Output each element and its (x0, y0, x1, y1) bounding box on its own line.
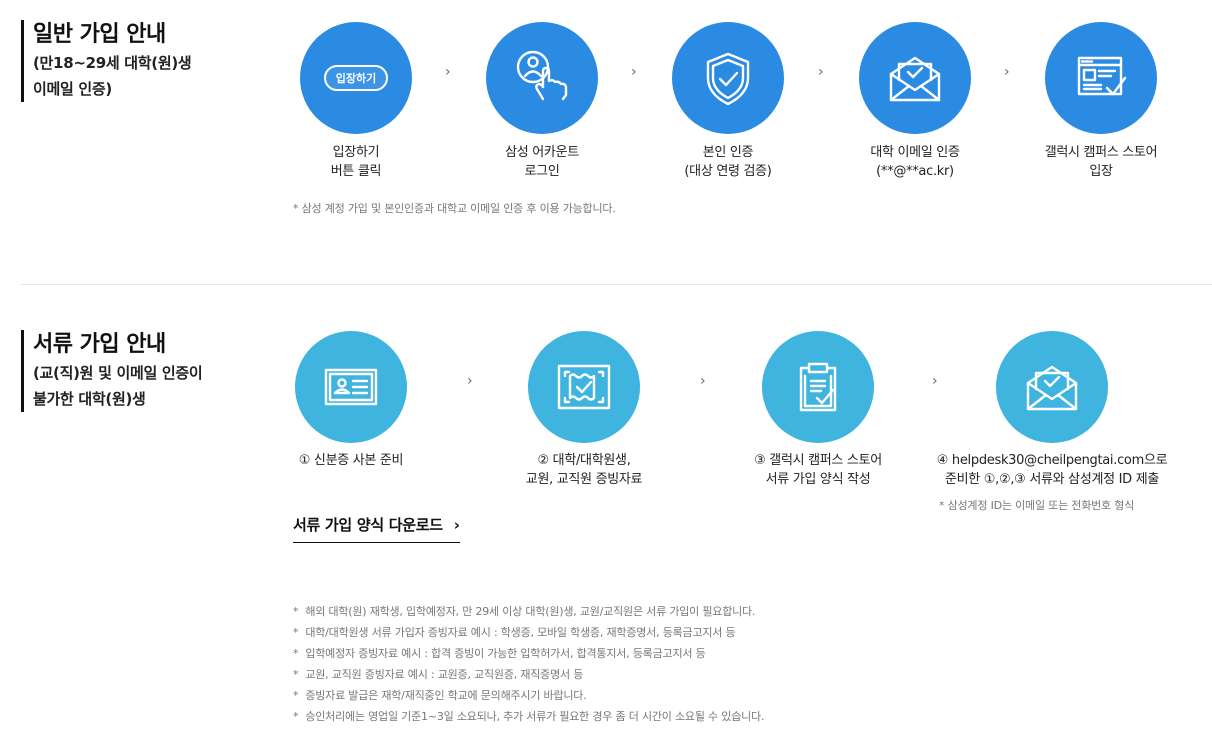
caption-line-2: 로그인 (524, 164, 560, 179)
step-arrow: › (445, 64, 451, 80)
browser-check-icon (1077, 56, 1127, 96)
docs-signup-subtitle-1: (교(직)원 및 이메일 인증이 (33, 364, 203, 382)
caption-line-2: 서류 가입 양식 작성 (765, 472, 871, 487)
note-text: 증빙자료 발급은 재학/재직중인 학교에 문의해주시기 바랍니다. (305, 689, 587, 702)
step-arrow: › (932, 373, 938, 389)
note-text: 해외 대학(원) 재학생, 입학예정자, 만 29세 이상 대학(원)생, 교원… (305, 605, 756, 618)
list-item: * 승인처리에는 영업일 기준1~3일 소요되나, 추가 서류가 필요한 경우 좀… (293, 706, 764, 727)
note-marker: * (293, 647, 299, 660)
step-arrow: › (818, 64, 824, 80)
doc-step-id-circle (295, 331, 407, 443)
general-signup-note: * 삼성 계정 가입 및 본인인증과 대학교 이메일 인증 후 이용 가능합니다… (293, 202, 616, 215)
step-arrow: › (467, 373, 473, 389)
doc-step-id-caption: ① 신분증 사본 준비 (281, 451, 421, 470)
note-marker: * (293, 605, 299, 618)
general-signup-subtitle-2: 이메일 인증) (33, 80, 112, 98)
note-marker: * (293, 689, 299, 702)
caption-line-2: 준비한 ①,②,③ 서류와 삼성계정 ID 제출 (944, 472, 1160, 487)
step-arrow: › (700, 373, 706, 389)
doc-step-submit-circle (996, 331, 1108, 443)
step-verify-caption: 본인 인증 (대상 연령 검증) (663, 143, 793, 181)
step-email-caption: 대학 이메일 인증 (**@**ac.kr) (845, 143, 985, 181)
caption-line-1: ① 신분증 사본 준비 (298, 453, 404, 468)
caption-line-2: 교원, 교직원 증빙자료 (525, 472, 643, 487)
docs-signup-title: 서류 가입 안내 (33, 332, 166, 357)
note-text: 교원, 교직원 증빙자료 예시 : 교원증, 교직원증, 재직증명서 등 (305, 668, 584, 681)
certificate-icon (557, 364, 611, 410)
caption-line-1: ④ helpdesk30@cheilpengtai.com으로 (936, 453, 1168, 468)
doc-step-proof-circle (528, 331, 640, 443)
mail-submit-icon (1026, 365, 1078, 411)
list-item: * 입학예정자 증빙자료 예시 : 합격 증빙이 가능한 입학허가서, 합격통지서… (293, 643, 764, 664)
shield-check-icon (706, 52, 750, 106)
doc-step-form-circle (762, 331, 874, 443)
doc-step-form-caption: ③ 갤럭시 캠퍼스 스토어 서류 가입 양식 작성 (733, 451, 903, 489)
step-verify-circle (672, 22, 784, 134)
note-text: 대학/대학원생 서류 가입자 증빙자료 예시 : 학생증, 모바일 학생증, 재… (305, 626, 736, 639)
list-item: * 교원, 교직원 증빙자료 예시 : 교원증, 교직원증, 재직증명서 등 (293, 664, 764, 685)
id-card-icon (324, 368, 378, 406)
caption-line-1: 대학 이메일 인증 (870, 145, 960, 160)
list-item: * 해외 대학(원) 재학생, 입학예정자, 만 29세 이상 대학(원)생, 교… (293, 601, 764, 622)
general-signup-subtitle-1: (만18~29세 대학(원)생 (33, 54, 192, 72)
caption-line-1: 삼성 어카운트 (505, 145, 579, 160)
caption-line-2: 버튼 클릭 (330, 164, 382, 179)
note-marker: * (293, 710, 299, 723)
clipboard-check-icon (799, 362, 837, 412)
doc-step-submit-caption: ④ helpdesk30@cheilpengtai.com으로 준비한 ①,②,… (912, 451, 1192, 489)
caption-line-1: ③ 갤럭시 캠퍼스 스토어 (754, 453, 882, 468)
step-account-circle (486, 22, 598, 134)
note-text: 입학예정자 증빙자료 예시 : 합격 증빙이 가능한 입학허가서, 합격통지서,… (305, 647, 706, 660)
docs-signup-heading: 서류 가입 안내 (교(직)원 및 이메일 인증이 불가한 대학(원)생 (21, 330, 203, 412)
samsung-id-note: * 삼성계정 ID는 이메일 또는 전화번호 형식 (939, 499, 1135, 512)
docs-signup-subtitle-2: 불가한 대학(원)생 (33, 390, 146, 408)
chevron-right-icon: › (453, 516, 460, 534)
caption-line-1: ② 대학/대학원생, (537, 453, 631, 468)
list-item: * 증빙자료 발급은 재학/재직중인 학교에 문의해주시기 바랍니다. (293, 685, 764, 706)
caption-line-1: 본인 인증 (702, 145, 754, 160)
enter-button-icon: 입장하기 (323, 65, 389, 91)
step-store-caption: 갤럭시 캠퍼스 스토어 입장 (1026, 143, 1176, 181)
caption-line-2: (**@**ac.kr) (876, 164, 954, 179)
step-enter-caption: 입장하기 버튼 클릭 (306, 143, 406, 181)
download-form-link[interactable]: 서류 가입 양식 다운로드 › (293, 514, 460, 543)
caption-line-2: 입장 (1089, 164, 1113, 179)
note-marker: * (293, 626, 299, 639)
step-store-circle (1045, 22, 1157, 134)
caption-line-1: 갤럭시 캠퍼스 스토어 (1044, 145, 1158, 160)
list-item: * 대학/대학원생 서류 가입자 증빙자료 예시 : 학생증, 모바일 학생증, … (293, 622, 764, 643)
note-text: 승인처리에는 영업일 기준1~3일 소요되나, 추가 서류가 필요한 경우 좀 … (305, 710, 765, 723)
doc-step-proof-caption: ② 대학/대학원생, 교원, 교직원 증빙자료 (499, 451, 669, 489)
step-enter-circle: 입장하기 (300, 22, 412, 134)
general-signup-title: 일반 가입 안내 (33, 22, 166, 47)
caption-line-1: 입장하기 (332, 145, 380, 160)
note-marker: * (293, 668, 299, 681)
step-account-caption: 삼성 어카운트 로그인 (477, 143, 607, 181)
mail-check-icon (889, 56, 941, 102)
notes-list: * 해외 대학(원) 재학생, 입학예정자, 만 29세 이상 대학(원)생, 교… (293, 601, 764, 727)
step-email-circle (859, 22, 971, 134)
caption-line-2: (대상 연령 검증) (684, 164, 772, 179)
section-divider (21, 284, 1212, 285)
step-arrow: › (1004, 64, 1010, 80)
step-arrow: › (631, 64, 637, 80)
download-form-label: 서류 가입 양식 다운로드 (293, 516, 443, 534)
account-login-icon (516, 50, 568, 101)
general-signup-heading: 일반 가입 안내 (만18~29세 대학(원)생 이메일 인증) (21, 20, 192, 102)
